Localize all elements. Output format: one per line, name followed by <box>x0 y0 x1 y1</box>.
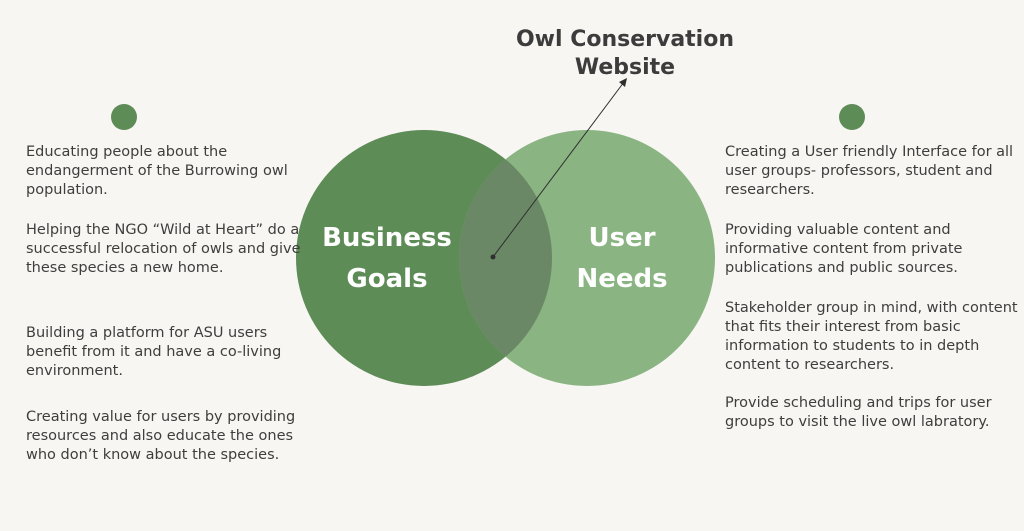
label-line: Goals <box>346 264 428 294</box>
title-line: Website <box>574 55 676 80</box>
label-line: User <box>588 223 656 253</box>
pointer-line <box>492 81 625 258</box>
user-needs-marker-dot <box>839 104 865 130</box>
pointer-arrowhead <box>619 78 627 87</box>
title-line: Owl Conservation <box>515 27 735 52</box>
user-need-item: Creating a User friendly Interface for a… <box>725 144 1014 198</box>
user-need-item: Provide scheduling and trips for user gr… <box>725 395 992 430</box>
user-need-item: Providing valuable content and informati… <box>725 222 963 276</box>
overlap-region <box>459 130 552 386</box>
business-goals-label: Business Goals <box>307 218 467 300</box>
business-goal-item: Educating people about the endangerment … <box>26 144 288 198</box>
business-goals-marker-dot <box>111 104 137 130</box>
user-need-item: Stakeholder group in mind, with content … <box>725 300 1018 373</box>
label-line: Needs <box>576 264 668 294</box>
label-line: Business <box>322 223 452 253</box>
business-goal-item: Helping the NGO “Wild at Heart” do a suc… <box>26 222 301 276</box>
pointer-dot <box>490 254 496 260</box>
business-goal-item: Building a platform for ASU users benefi… <box>26 325 282 379</box>
business-goal-item: Creating value for users by providing re… <box>26 409 296 463</box>
user-needs-label: User Needs <box>548 218 696 300</box>
diagram-title: Owl Conservation Website <box>500 26 750 82</box>
